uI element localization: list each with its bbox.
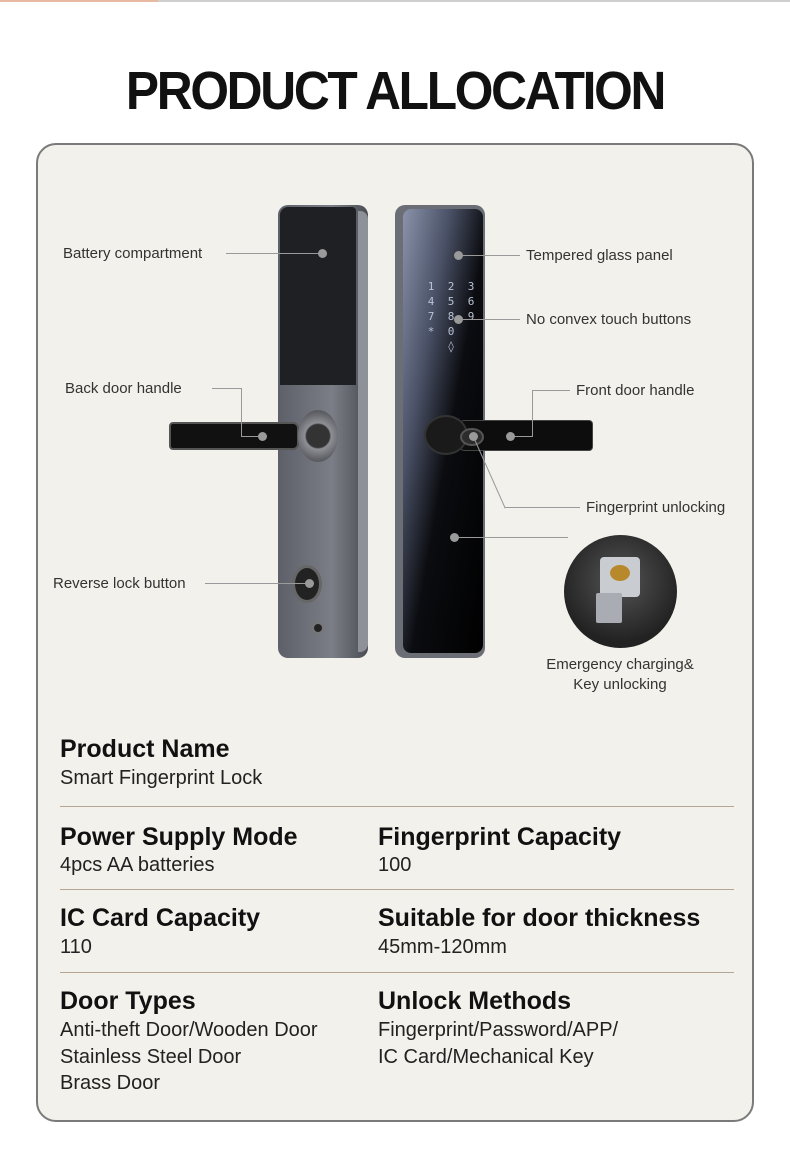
callout-dot bbox=[305, 579, 314, 588]
spec-value-list: Fingerprint/Password/APP/ IC Card/Mechan… bbox=[378, 1017, 618, 1070]
leader-line bbox=[212, 388, 242, 389]
leader-line bbox=[458, 255, 520, 256]
callout-dot bbox=[318, 249, 327, 258]
callout-touch-buttons: No convex touch buttons bbox=[526, 311, 692, 328]
callout-emergency: Emergency charging& Key unlocking bbox=[520, 655, 720, 695]
callout-back-handle: Back door handle bbox=[65, 380, 182, 397]
callout-battery: Battery compartment bbox=[63, 245, 203, 262]
callout-dot bbox=[450, 533, 459, 542]
key: 3 bbox=[467, 280, 475, 293]
spec-label: Door Types bbox=[60, 987, 196, 1015]
spec-value: 100 bbox=[378, 854, 412, 876]
spec-value: 110 bbox=[60, 936, 92, 958]
key: 4 bbox=[427, 295, 435, 308]
key: 2 bbox=[447, 280, 455, 293]
spec-value: Smart Fingerprint Lock bbox=[60, 767, 263, 789]
leader-line bbox=[512, 436, 533, 437]
back-door-handle bbox=[169, 422, 299, 450]
spec-value: Stainless Steel Door bbox=[60, 1045, 242, 1068]
callout-dot bbox=[454, 251, 463, 260]
spec-label: Unlock Methods bbox=[378, 987, 572, 1015]
spec-label: Suitable for door thickness bbox=[378, 904, 701, 932]
key: 7 bbox=[427, 310, 435, 323]
lock-key-icon: ◊ bbox=[447, 340, 455, 353]
callout-emergency-line: Emergency charging& bbox=[546, 656, 694, 673]
divider bbox=[60, 806, 734, 807]
spec-label: Power Supply Mode bbox=[60, 823, 298, 851]
callout-dot bbox=[454, 315, 463, 324]
key: 6 bbox=[467, 295, 475, 308]
key: 5 bbox=[447, 295, 455, 308]
callout-dot bbox=[506, 432, 515, 441]
callout-fingerprint: Fingerprint unlocking bbox=[586, 499, 726, 516]
callout-glass-panel: Tempered glass panel bbox=[526, 247, 673, 264]
leader-line bbox=[505, 507, 580, 508]
key: 0 bbox=[447, 325, 455, 338]
divider bbox=[60, 972, 734, 973]
leader-line bbox=[458, 537, 568, 538]
leader-line bbox=[533, 390, 570, 391]
spec-label: Product Name bbox=[60, 735, 230, 763]
leader-line bbox=[205, 583, 310, 584]
page-title: PRODUCT ALLOCATION bbox=[125, 61, 666, 121]
spec-value-list: Anti-theft Door/Wooden Door Stainless St… bbox=[60, 1017, 318, 1097]
leader-line bbox=[241, 388, 242, 436]
spec-label: Fingerprint Capacity bbox=[378, 823, 622, 851]
spec-value: Fingerprint/Password/APP/ bbox=[378, 1019, 619, 1041]
spec-value: 45mm-120mm bbox=[378, 936, 507, 958]
divider bbox=[60, 889, 734, 890]
key bbox=[461, 325, 481, 338]
key: 1 bbox=[427, 280, 435, 293]
leader-line bbox=[226, 253, 322, 254]
back-handle-rose bbox=[298, 410, 338, 462]
leader-line bbox=[532, 390, 533, 436]
callout-dot bbox=[258, 432, 267, 441]
spec-value: 4pcs AA batteries bbox=[60, 854, 215, 876]
callout-reverse-lock: Reverse lock button bbox=[53, 575, 186, 592]
leader-line bbox=[458, 319, 520, 320]
key: 9 bbox=[467, 310, 475, 323]
spec-value: IC Card/Mechanical Key bbox=[378, 1045, 594, 1068]
emergency-key-closeup bbox=[564, 535, 677, 648]
callout-front-handle: Front door handle bbox=[576, 382, 695, 399]
key: 8 bbox=[447, 310, 455, 323]
callout-dot bbox=[469, 432, 478, 441]
leader-line bbox=[241, 436, 263, 437]
spec-value: Brass Door bbox=[60, 1072, 161, 1094]
top-rule bbox=[0, 0, 790, 2]
keyhole-icon bbox=[312, 622, 324, 634]
callout-emergency-line: Key unlocking bbox=[573, 676, 667, 693]
key: * bbox=[427, 325, 435, 338]
spec-label: IC Card Capacity bbox=[60, 904, 261, 932]
spec-value: Anti-theft Door/Wooden Door bbox=[60, 1019, 318, 1041]
